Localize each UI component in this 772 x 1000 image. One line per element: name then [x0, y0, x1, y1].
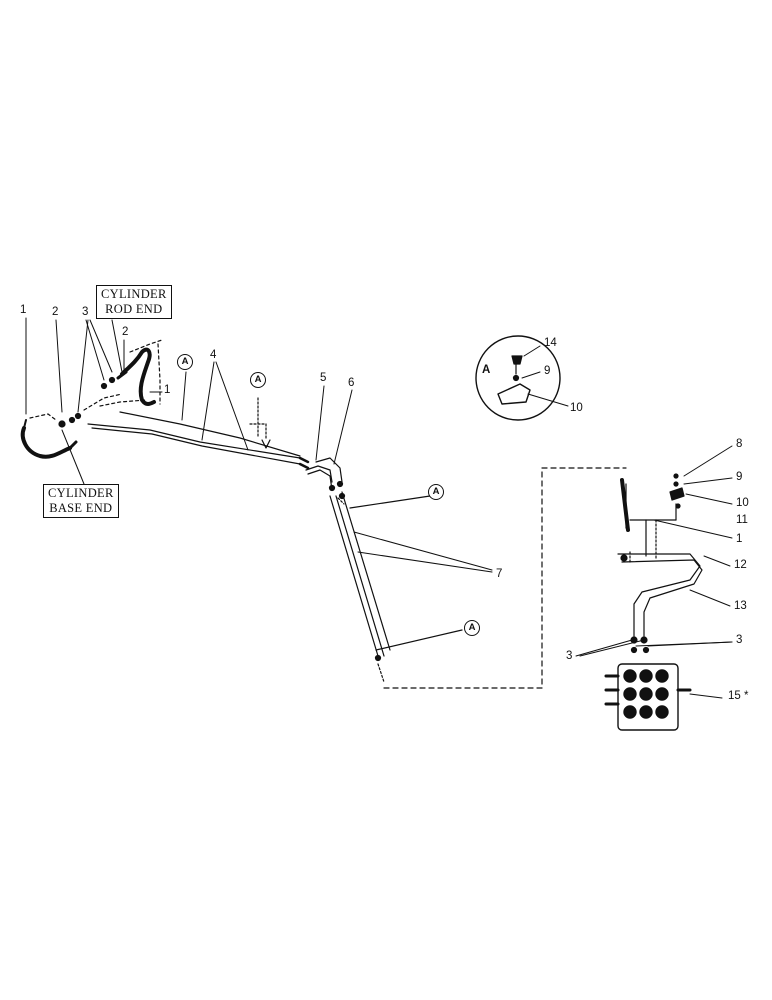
dashed-connection	[383, 467, 627, 689]
base-end-hose	[20, 419, 78, 459]
callout-12: 12	[734, 559, 747, 571]
callout-10-detail: 10	[570, 402, 583, 414]
callout-2-rod: 2	[122, 326, 129, 338]
callout-13: 13	[734, 600, 747, 612]
callout-3-right-right: 3	[736, 634, 743, 646]
right-bracket	[629, 503, 677, 561]
callout-11: 11	[736, 514, 748, 526]
clamp-indicator	[249, 397, 267, 441]
tubes-4	[87, 411, 310, 470]
callout-detail-a: A	[482, 364, 491, 376]
callout-1-right: 1	[736, 533, 743, 545]
base-end-line-1: CYLINDER	[48, 486, 114, 500]
tube-end-dash	[377, 663, 385, 683]
tube-fittings-right	[620, 554, 650, 654]
tubes-5-6-7	[305, 457, 391, 657]
callout-9-right: 9	[736, 471, 743, 483]
base-end-mount	[29, 393, 123, 421]
right-hardware	[669, 473, 685, 509]
section-marker-a-3: A	[428, 484, 444, 500]
callout-3-left: 3	[82, 306, 89, 318]
callout-15: 15 *	[728, 690, 749, 702]
control-valve	[604, 663, 692, 731]
rod-end-mount	[99, 339, 163, 407]
section-marker-a-1: A	[177, 354, 193, 370]
callout-1-left: 1	[20, 304, 27, 316]
callout-1-rod: 1	[164, 384, 171, 396]
leader-a-upper	[349, 495, 431, 509]
callout-14: 14	[544, 337, 557, 349]
right-ubolt	[620, 478, 630, 532]
callout-8: 8	[736, 438, 743, 450]
callout-3-right-left: 3	[566, 650, 573, 662]
detail-a-view	[475, 335, 561, 421]
callout-4: 4	[210, 349, 217, 361]
callout-5: 5	[320, 372, 327, 384]
leader-lines	[25, 317, 733, 699]
callout-7: 7	[496, 568, 503, 580]
clamp-arrow	[261, 439, 271, 449]
callout-9-detail: 9	[544, 365, 551, 377]
callout-2-left: 2	[52, 306, 59, 318]
callout-6: 6	[348, 377, 355, 389]
base-end-line-2: BASE END	[49, 501, 113, 515]
rod-end-line-2: ROD END	[105, 302, 163, 316]
rod-end-line-1: CYLINDER	[101, 287, 167, 301]
rod-end-hose	[116, 347, 156, 406]
section-marker-a-4: A	[464, 620, 480, 636]
tube-fittings-7	[328, 480, 382, 662]
leader-a-lower	[375, 629, 463, 651]
base-end-fittings	[58, 376, 116, 428]
cylinder-rod-end-label: CYLINDER ROD END	[96, 285, 172, 319]
section-marker-a-2: A	[250, 372, 266, 388]
tubes-12-13	[617, 551, 703, 637]
callout-10-right: 10	[736, 497, 749, 509]
cylinder-base-end-label: CYLINDER BASE END	[43, 484, 119, 518]
